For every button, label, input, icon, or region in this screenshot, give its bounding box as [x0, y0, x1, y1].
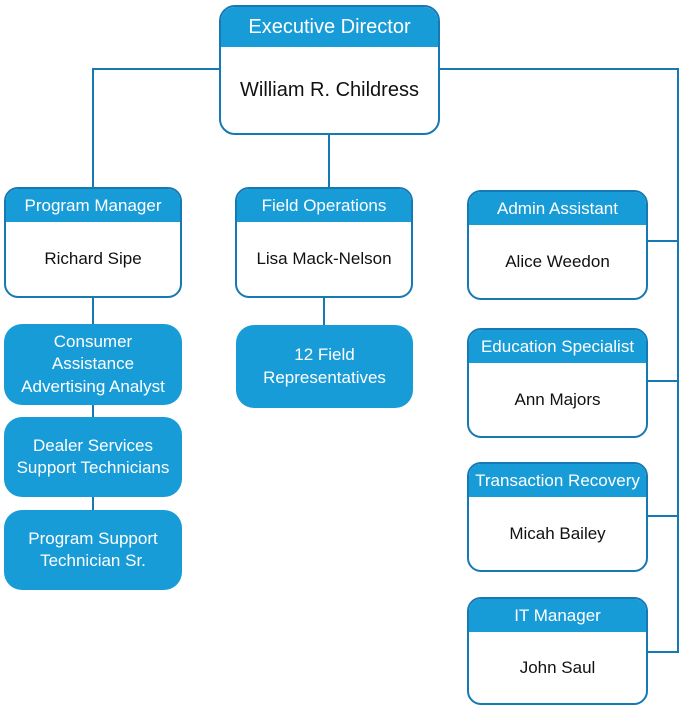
node-program-manager: Program Manager Richard Sipe — [4, 187, 182, 298]
connector-consumer-assistance-to-dealer-services — [92, 405, 94, 418]
node-title: Admin Assistant — [469, 192, 646, 225]
node-person-name: William R. Childress — [240, 78, 419, 101]
connector-right-vertical — [677, 68, 679, 653]
node-title: Program Manager — [6, 189, 180, 222]
connector-stub-transaction-recovery — [646, 515, 677, 517]
node-title: Field Operations — [237, 189, 411, 222]
node-person-name: Micah Bailey — [509, 523, 606, 543]
node-dealer-services-support-technicians: Dealer Services Support Technicians — [4, 417, 182, 497]
connector-left-vertical — [92, 68, 94, 187]
connector-top-left-horizontal — [92, 68, 219, 70]
node-person-name: Ann Majors — [514, 389, 601, 409]
node-transaction-recovery: Transaction Recovery Micah Bailey — [467, 462, 648, 572]
node-education-specialist: Education Specialist Ann Majors — [467, 328, 648, 438]
connector-executive-to-field-operations — [328, 135, 330, 187]
node-admin-assistant: Admin Assistant Alice Weedon — [467, 190, 648, 300]
node-title: IT Manager — [469, 599, 646, 632]
node-12-field-representatives: 12 Field Representatives — [236, 325, 413, 408]
connector-stub-it-manager — [646, 651, 677, 653]
connector-dealer-services-to-program-support — [92, 497, 94, 511]
node-consumer-assistance-advertising-analyst: Consumer Assistance Advertising Analyst — [4, 324, 182, 405]
connector-top-right-horizontal — [440, 68, 679, 70]
node-person-name: Richard Sipe — [44, 249, 142, 268]
connector-stub-education-specialist — [646, 380, 677, 382]
node-it-manager: IT Manager John Saul — [467, 597, 648, 705]
node-person-name: John Saul — [519, 657, 596, 677]
node-title: Executive Director — [221, 7, 438, 47]
connector-field-operations-to-field-reps — [323, 298, 325, 326]
node-person-name: Alice Weedon — [505, 251, 610, 271]
connector-program-manager-to-consumer-assistance — [92, 298, 94, 325]
node-executive-director: Executive Director William R. Childress — [219, 5, 440, 135]
node-title: Transaction Recovery — [469, 464, 646, 497]
node-program-support-technician-sr: Program Support Technician Sr. — [4, 510, 182, 590]
node-person-name: Lisa Mack-Nelson — [256, 249, 392, 268]
node-title: Education Specialist — [469, 330, 646, 363]
node-field-operations: Field Operations Lisa Mack-Nelson — [235, 187, 413, 298]
connector-stub-admin-assistant — [646, 240, 677, 242]
